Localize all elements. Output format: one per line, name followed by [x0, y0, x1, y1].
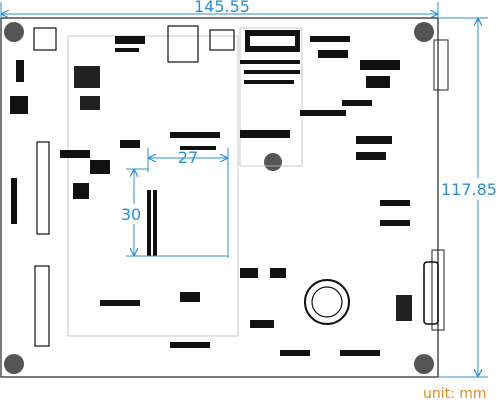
chip-2 — [80, 96, 100, 110]
pin-header-left-lower — [34, 265, 50, 347]
module-connector-left — [147, 190, 151, 256]
unit-label: unit: mm — [423, 386, 487, 402]
mount-hole-top-right — [414, 22, 434, 42]
module-height-label: 30 — [121, 205, 141, 224]
board-height-label-bg — [444, 178, 496, 200]
side-connector-left — [11, 178, 17, 224]
cpu-chip — [73, 183, 89, 199]
board-width-label: 145.55 — [194, 0, 250, 16]
board-height-label: 117.85 — [441, 180, 497, 199]
top-connector-1 — [167, 25, 199, 63]
module-width-label: 27 — [178, 148, 198, 167]
chip-3 — [396, 295, 412, 321]
module-connector-right — [153, 190, 157, 256]
core-module-outline — [67, 35, 239, 337]
board-outline — [0, 17, 439, 378]
chip-1 — [74, 66, 100, 88]
db9-serial-connector — [423, 261, 439, 325]
coin-battery — [311, 286, 343, 318]
mount-hole-center — [264, 153, 282, 171]
top-connector-2 — [209, 29, 235, 51]
module-height-label-bg — [120, 204, 142, 224]
board-edge-connector — [433, 39, 449, 91]
sodimm-slot-outline — [239, 27, 303, 167]
coin-battery-holder — [304, 279, 350, 325]
component-clusters — [10, 36, 410, 356]
board-edge-connector — [431, 249, 445, 331]
mount-hole-bottom-right — [414, 354, 434, 374]
mount-hole-bottom-left — [4, 354, 24, 374]
sodimm-slot-inner — [250, 36, 295, 46]
power-jack — [33, 27, 57, 51]
mount-hole-top-left — [4, 22, 24, 42]
pin-header-left-upper — [36, 141, 50, 235]
